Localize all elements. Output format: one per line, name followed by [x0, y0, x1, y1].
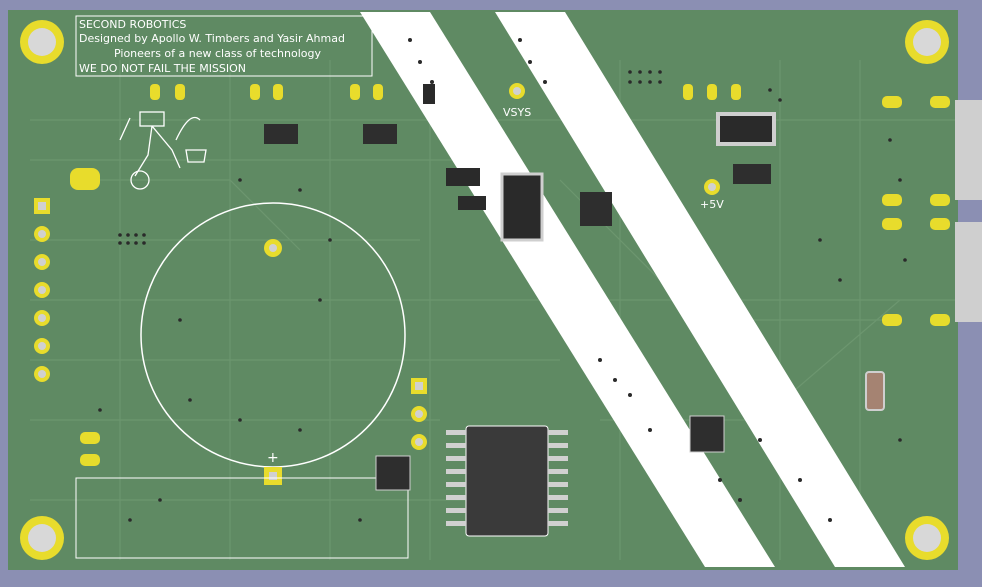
- bottom-margin: [0, 570, 982, 587]
- qfn-ic-right: [689, 415, 725, 453]
- robot-logo: [119, 111, 207, 190]
- fuse: [865, 371, 885, 411]
- diagonal-stripe-left: [360, 12, 775, 567]
- silkscreen-tagline: Pioneers of a new class of technology: [114, 47, 321, 60]
- battery-plus-label: +: [267, 450, 279, 466]
- silkscreen-designers: Designed by Apollo W. Timbers and Yasir …: [79, 32, 345, 45]
- silkscreen-title-box: [75, 15, 373, 77]
- main-soic-ic: [465, 425, 549, 537]
- silkscreen-title: SECOND ROBOTICS: [79, 18, 187, 31]
- qfn-ic-top: [580, 192, 612, 226]
- capacitor-bottom: [458, 196, 486, 210]
- mounting-holes: [20, 20, 949, 560]
- usb-connector-bottom: [955, 222, 982, 322]
- inductor: [500, 172, 544, 242]
- left-header-pins: [34, 198, 50, 382]
- transistors: [264, 124, 771, 184]
- diode-top-right: [716, 112, 776, 146]
- via-dots: [98, 70, 907, 522]
- capacitor-top: [446, 168, 480, 186]
- middle-header-pins: [411, 378, 427, 450]
- jumper-pads: [70, 84, 950, 466]
- usb-connector-top: [955, 100, 982, 200]
- qfn-ic-middle: [375, 455, 411, 491]
- diagonal-stripe-right: [495, 12, 905, 567]
- via-dots-stripes: [408, 38, 832, 522]
- small-diode: [423, 84, 435, 104]
- main-ic-pins: [446, 430, 568, 526]
- vsys-label: VSYS: [503, 106, 531, 119]
- v5-label: +5V: [700, 198, 724, 211]
- silkscreen-motto: WE DO NOT FAIL THE MISSION: [79, 62, 247, 75]
- module-outline: [75, 477, 409, 559]
